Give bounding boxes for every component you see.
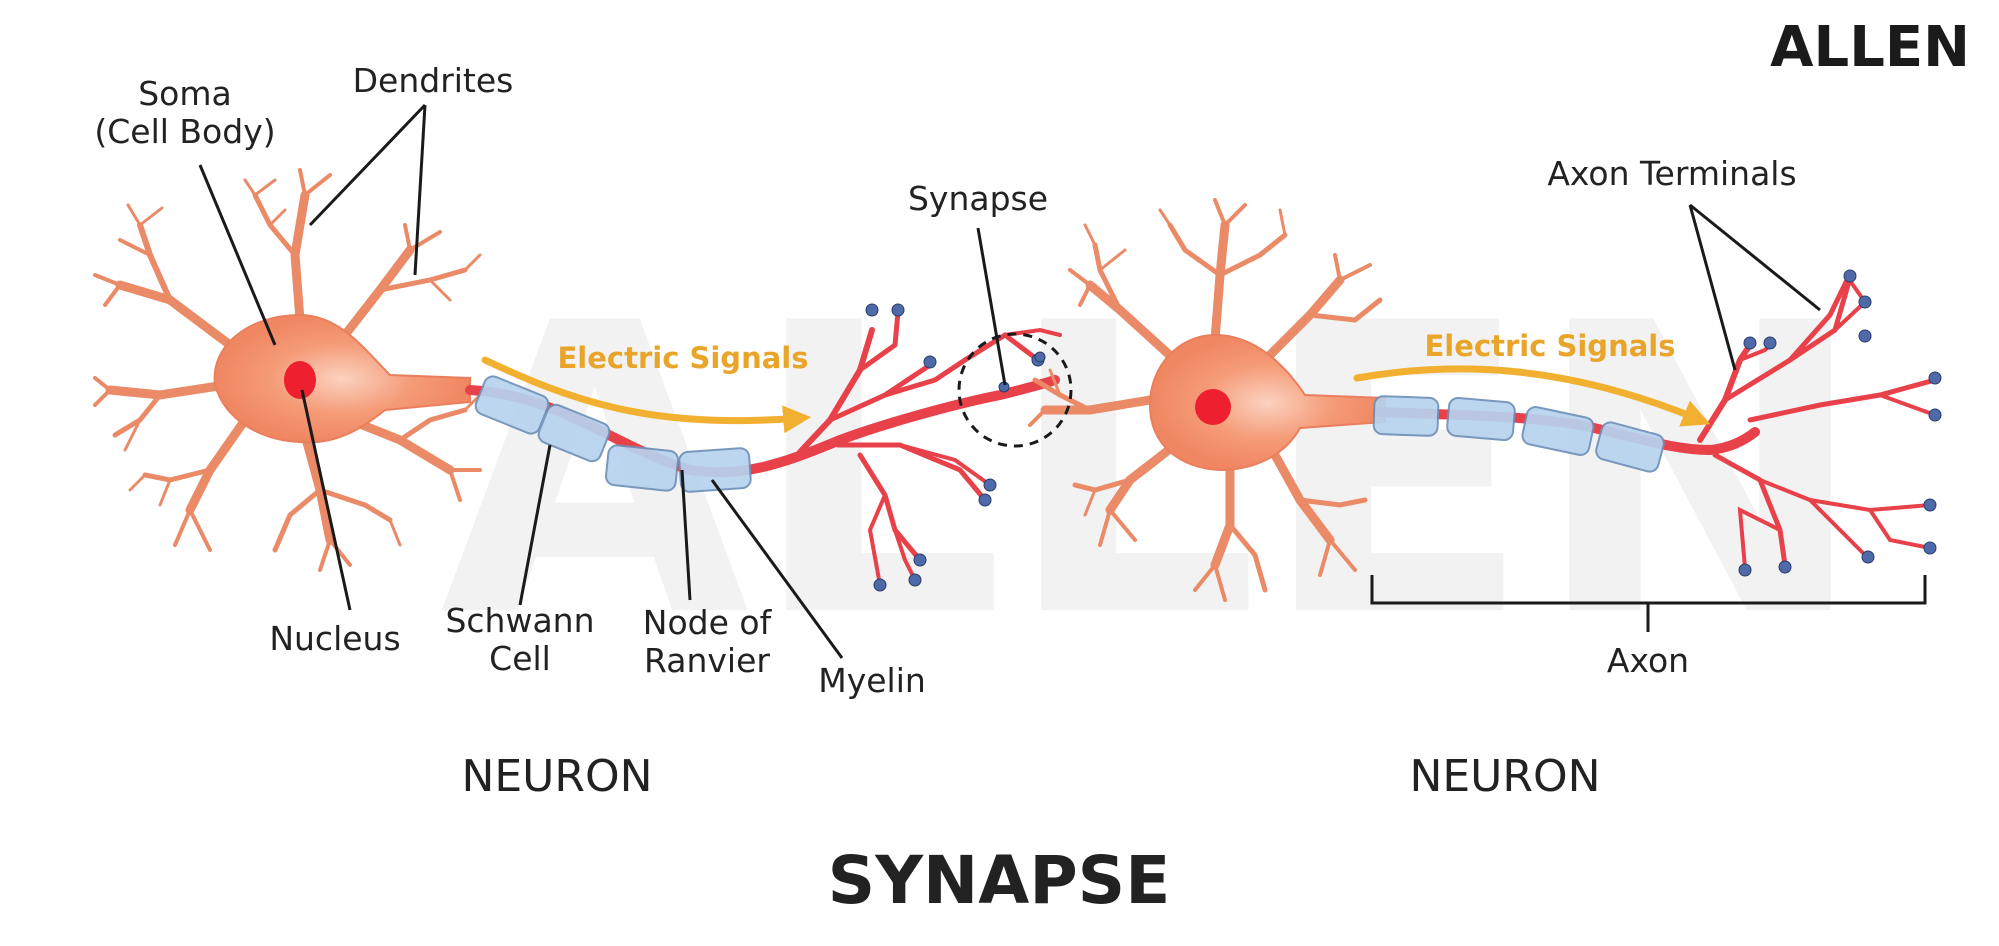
label-synapse: Synapse [908,179,1048,218]
left-terminal-bulbs [865,303,1046,592]
left-dendrites [93,168,482,572]
left-neuron [93,168,482,572]
label-node-line1: Node of [643,603,773,642]
right-signal-arrow [1353,365,1711,427]
leader-lines [198,103,1927,659]
label-nucleus: Nucleus [269,619,400,658]
left-axon [465,375,1060,493]
right-soma [1148,333,1386,472]
caption-right-neuron: NEURON [1409,751,1600,802]
label-axon: Axon [1607,641,1689,680]
left-signal-arrow [481,356,812,434]
brand-logo: ALLEN [1770,15,1970,80]
right-neuron [1028,198,1386,602]
right-axon [1372,395,1760,473]
label-schwann-line1: Schwann [445,601,594,640]
brand-watermark: ALLEN [440,240,1867,705]
diagram-title: SYNAPSE [828,842,1171,919]
right-dendrites [1028,198,1383,602]
right-nucleus [1195,389,1231,425]
label-electric-signals-left: Electric Signals [557,341,808,375]
left-myelin-sheath [474,375,752,493]
caption-left-neuron: NEURON [461,751,652,802]
label-myelin: Myelin [818,661,926,700]
label-electric-signals-right: Electric Signals [1424,329,1675,363]
label-node-line2: Ranvier [644,641,770,680]
right-terminal-bulbs [1738,269,1942,577]
label-axon-terminals: Axon Terminals [1547,154,1796,193]
right-axon-terminals [1697,275,1938,570]
left-soma [213,313,471,444]
label-schwann-line2: Cell [489,639,551,678]
synapse-highlight-circle [957,332,1073,448]
label-soma-line2: (Cell Body) [94,112,275,151]
label-soma-line1: Soma [138,74,232,113]
label-dendrites: Dendrites [353,61,514,100]
left-nucleus [284,361,316,399]
left-axon-terminals [797,309,1062,587]
right-myelin-sheath [1372,395,1665,473]
